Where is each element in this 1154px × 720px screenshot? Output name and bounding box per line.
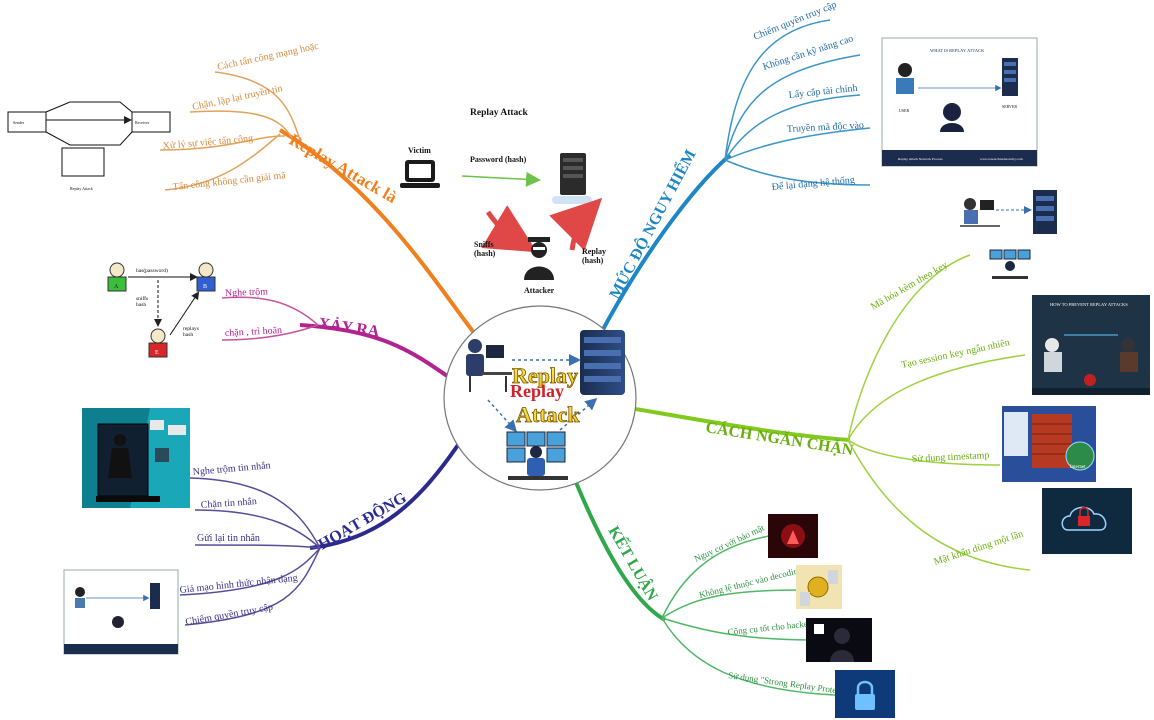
hoat-dong-item-4: Giả mạo hình thức nhận dạng: [179, 573, 298, 596]
hoat-dong-item-3: Gửi lại tin nhắn: [197, 533, 260, 544]
actor-e-label: E: [155, 350, 159, 356]
cach-ngan-chan-item-3: Sử dụng timestamp: [912, 450, 990, 465]
replay-la-item-4: Tấn công không cần giải mã: [172, 170, 287, 193]
replay-la-item-3: Xử lý sự việc tấn công: [162, 133, 253, 152]
top-replay-diagram: Replay Attack Victim Password (hash) Sni…: [400, 108, 606, 295]
thumb-padlock-shield: [835, 670, 895, 718]
branch-line-hoat-dong: [309, 443, 460, 550]
top-diagram-attacker: Attacker: [524, 286, 555, 295]
muc-do-item-3: Lấy cắp tài chính: [788, 83, 858, 101]
branch-title-muc-do: MỨC ĐỘ NGUY HIỂM: [605, 146, 700, 302]
branch-title-replay-la: Replay Attack là: [286, 130, 401, 207]
thumb-prevent: HOW TO PREVENT REPLAY ATTACKS: [1032, 295, 1150, 395]
actor-a-icon: A: [107, 262, 127, 292]
actor-b-icon: B: [196, 262, 216, 292]
thumb-dark-hacker: [806, 618, 872, 662]
hacker-desk-icon: [466, 339, 512, 392]
hoat-dong-item-1: Nghe trộm tin nhắn: [192, 460, 271, 478]
hoat-dong-item-5: Chiếm quyền truy cập: [185, 602, 274, 628]
center-title-replay-red: Replay: [510, 381, 564, 401]
top-diagram-title: Replay Attack: [470, 108, 529, 118]
replay-la-item-2: Chặn, lặp lại truyền tin: [191, 83, 283, 113]
branch-line-replay-la: [278, 128, 480, 340]
thumb-server-label: SERVER: [1002, 104, 1017, 109]
hoat-dong-item-2: Chặn tin nhắn: [200, 496, 257, 511]
branch-line-ket-luan: [573, 479, 666, 622]
text-line: (hash): [474, 249, 496, 258]
thumb-footer-left: Replay Attack Network Process: [898, 157, 943, 161]
ket-luan-item-1: Nguy cơ với bảo mật: [693, 522, 767, 563]
branch-line-cach-ngan-chan: [629, 406, 851, 442]
top-diagram-sniffs: Sniffs(hash): [474, 240, 496, 258]
branch-title-xay-ra: XẢY RA: [317, 313, 381, 340]
actor-e-icon: E: [148, 328, 168, 358]
thumb-cloud-lock: [1042, 488, 1132, 554]
thumb-sender-receiver: Sender Receiver Replay Attack: [7, 101, 171, 191]
thumb-what-is-replay: WHAT IS REPLAY ATTACK USER SERVER Replay…: [881, 37, 1038, 167]
muc-do-item-4: Truyền mã độc vào: [787, 120, 865, 135]
text-line: hash: [136, 302, 146, 308]
mini-top-label: has(password): [136, 267, 168, 274]
thumb-puzzle-lock: [796, 565, 842, 609]
thumb-hacker-screen: [82, 408, 190, 508]
branch-title-hoat-dong: HOẠT ĐỘNG: [315, 488, 410, 553]
cach-ngan-chan-item-1: Mã hóa kèm theo key: [869, 260, 950, 313]
top-diagram-password: Password (hash): [470, 155, 527, 164]
thumb-desk-network: [960, 190, 1057, 279]
laptop-icon: [400, 160, 440, 188]
monitor-wall-icon: [506, 431, 568, 480]
xay-ra-item-2: chặn , trì hoãn: [225, 325, 283, 339]
top-diagram-replay: Replay(hash): [582, 247, 606, 265]
top-diagram-victim: Victim: [408, 146, 431, 155]
cach-ngan-chan-item-4: Mật khẩu dùng một lần: [933, 529, 1025, 568]
actor-b-label: B: [203, 284, 207, 290]
thumb-footer-right: www.researchandsecurity.com: [980, 157, 1023, 161]
thumb-user-label: USER: [899, 108, 910, 113]
branch-line-muc-do: [598, 153, 732, 336]
text-line: (hash): [582, 256, 604, 265]
thumb-attack-small: [63, 569, 179, 655]
cach-ngan-chan-item-2: Tạo session key ngẫu nhiên: [900, 337, 1010, 371]
branch-title-cach-ngan-chan: CÁCH NGĂN CHẶN: [704, 417, 855, 459]
server-stack-icon: [580, 330, 625, 395]
thumb-firewall-label: Internet: [1070, 465, 1086, 470]
xay-ra-item-1: Nghe trộm: [225, 286, 269, 299]
server-tower-icon: [552, 153, 592, 204]
ket-luan-item-3: Công cụ tốt cho hacker: [727, 618, 811, 637]
text-line: hash: [183, 332, 193, 338]
center-title-replay: Replay: [512, 363, 578, 388]
thumb-prevent-title: HOW TO PREVENT REPLAY ATTACKS: [1050, 302, 1128, 307]
thumb-caption: Replay Attack: [70, 186, 93, 191]
center-title-attack: Attack: [516, 402, 580, 427]
thumb-what-title: WHAT IS REPLAY ATTACK: [930, 48, 985, 53]
ket-luan-item-2: Không lệ thuộc vào decoding: [698, 564, 804, 599]
replay-la-item-1: Cách tấn công mạng hoặc: [216, 41, 320, 73]
replay-la-leaves: [159, 71, 301, 191]
thumb-sender: Sender: [13, 120, 25, 125]
thumb-warning-hacker: [768, 514, 818, 558]
thumb-firewall: Internet: [1002, 406, 1096, 482]
branch-line-xay-ra: [299, 323, 452, 380]
actor-a-label: A: [114, 284, 119, 290]
center-node: Replay Replay Attack: [443, 305, 637, 491]
attacker-icon: [524, 237, 554, 280]
thumb-receiver: Receiver: [135, 120, 150, 125]
